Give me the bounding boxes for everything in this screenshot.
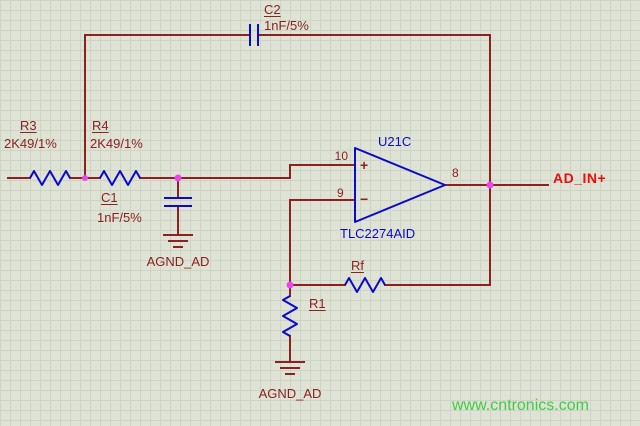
c1-designator-label: C1 bbox=[101, 190, 118, 205]
agnd-label-r1: AGND_AD bbox=[258, 386, 322, 401]
opamp-part-number-label: TLC2274AID bbox=[340, 226, 416, 241]
r4-designator-label: R4 bbox=[92, 118, 109, 133]
ground-symbol-c1 bbox=[163, 234, 193, 248]
resistor-rf-symbol bbox=[344, 277, 386, 293]
agnd-label-c1: AGND_AD bbox=[146, 254, 210, 269]
opamp-plus-symbol: + bbox=[360, 157, 369, 173]
pin-9-number: 9 bbox=[337, 186, 344, 200]
rf-designator-label: Rf bbox=[351, 258, 364, 273]
pin-8-number: 8 bbox=[452, 166, 459, 180]
ground-symbol-r1 bbox=[275, 361, 305, 375]
c1-value-label: 1nF/5% bbox=[97, 210, 142, 225]
r1-designator-label: R1 bbox=[309, 296, 326, 311]
wire-inverting-branch bbox=[289, 199, 356, 297]
resistor-r1-symbol bbox=[282, 295, 298, 337]
net-label-ad-in-plus: AD_IN+ bbox=[553, 170, 607, 186]
r4-value-label: 2K49/1% bbox=[90, 136, 143, 151]
wire-feedback-top-right bbox=[257, 34, 491, 286]
opamp-designator-label: U21C bbox=[378, 134, 412, 149]
watermark-text: www.cntronics.com bbox=[452, 397, 589, 414]
capacitor-c1-symbol bbox=[164, 197, 192, 207]
r3-value-label: 2K49/1% bbox=[4, 136, 57, 151]
c2-designator-label: C2 bbox=[264, 2, 281, 17]
resistor-r3-symbol bbox=[29, 170, 71, 186]
junction-dot bbox=[174, 174, 182, 182]
opamp-symbol bbox=[354, 147, 446, 223]
r3-designator-label: R3 bbox=[20, 118, 37, 133]
resistor-r4-symbol bbox=[99, 170, 141, 186]
junction-dot bbox=[82, 175, 88, 181]
junction-dot bbox=[286, 281, 294, 289]
junction-dot bbox=[486, 181, 494, 189]
wire-to-noninverting-input bbox=[139, 164, 356, 179]
capacitor-c2-symbol bbox=[249, 24, 259, 46]
c2-value-label: 1nF/5% bbox=[264, 18, 309, 33]
pin-10-number: 10 bbox=[334, 149, 348, 163]
wire-feedback-top-left bbox=[84, 34, 251, 179]
opamp-minus-symbol: − bbox=[360, 191, 369, 207]
